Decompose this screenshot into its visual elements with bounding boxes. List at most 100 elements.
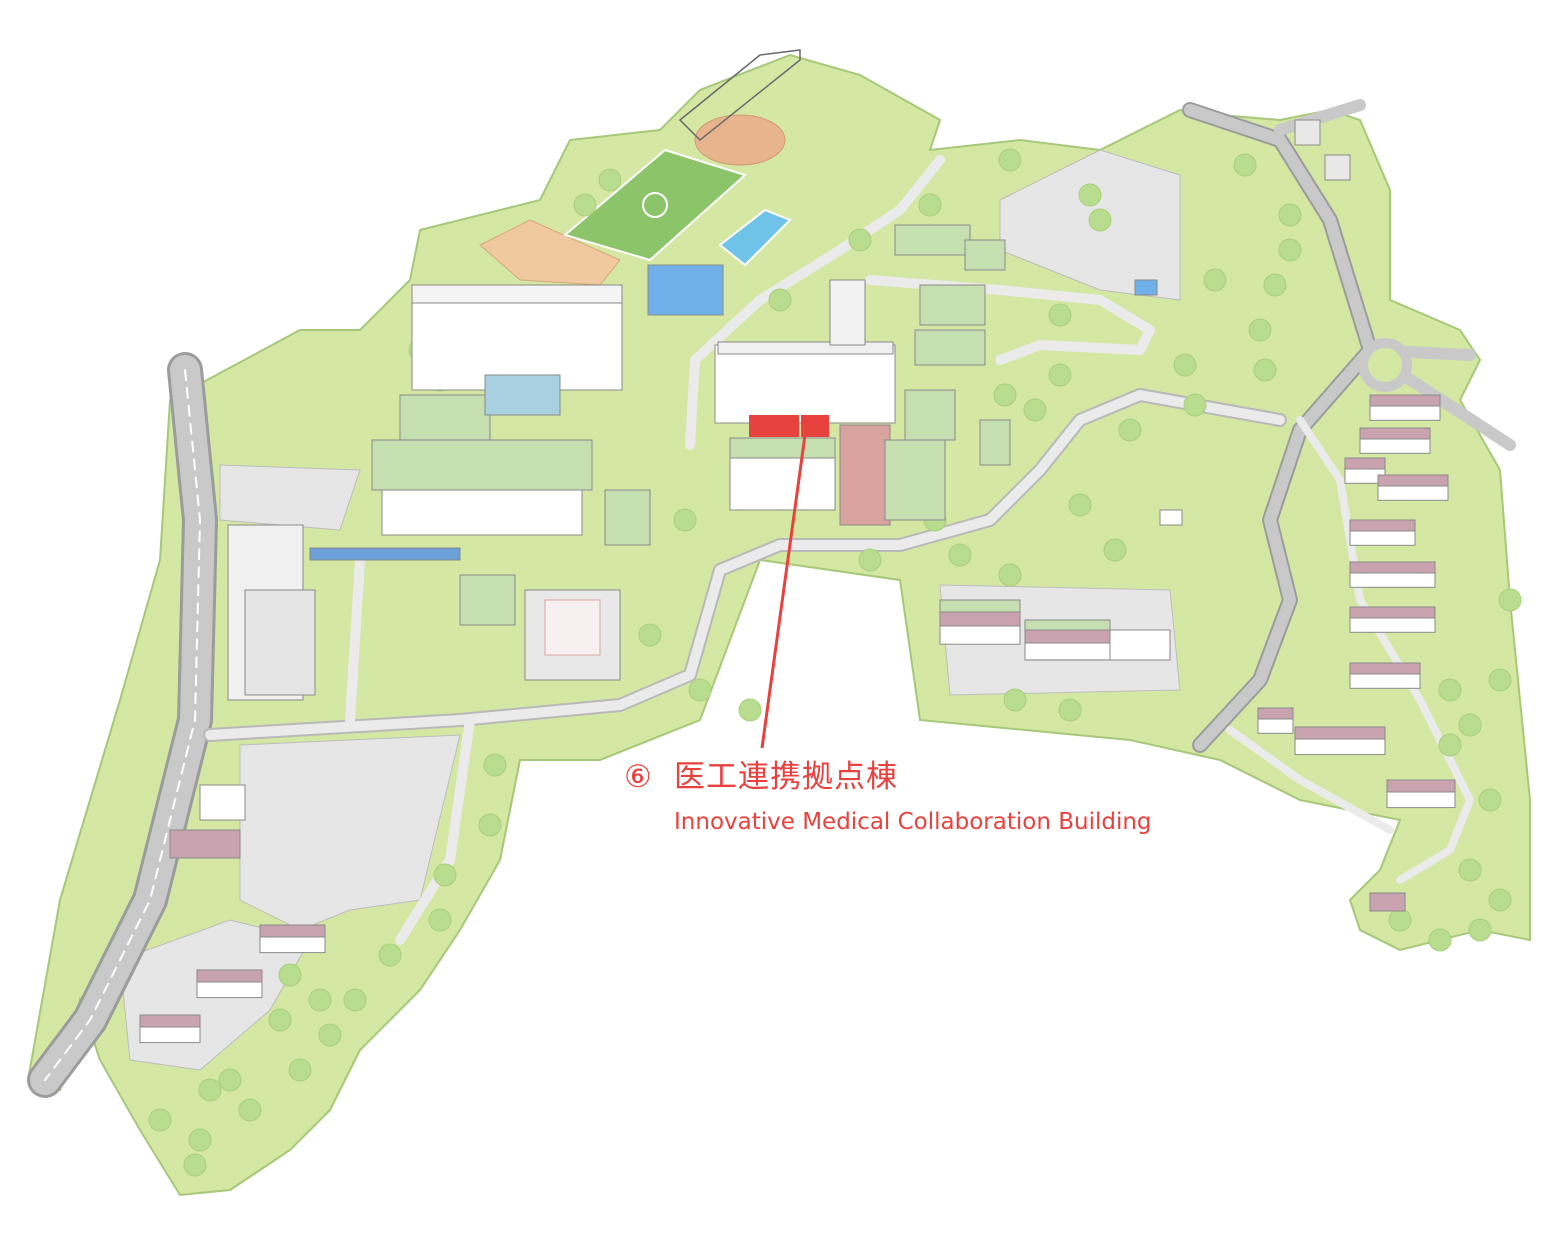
south-annex xyxy=(604,489,651,546)
tree-icon xyxy=(598,168,622,192)
north-building xyxy=(894,224,971,256)
tree-icon xyxy=(148,1108,172,1132)
tree-icon xyxy=(998,148,1022,172)
campus-road-surface xyxy=(205,390,1285,740)
housing-block-roof xyxy=(1349,561,1436,574)
tree-icon xyxy=(1388,908,1412,932)
research-annex xyxy=(904,389,956,441)
tree-icon xyxy=(768,288,792,312)
tree-icon xyxy=(1488,668,1512,692)
engineering-tower xyxy=(714,344,896,424)
housing-block-roof xyxy=(139,1014,201,1028)
tree-icon xyxy=(858,548,882,572)
east-building xyxy=(979,419,1011,466)
tree-icon xyxy=(1488,888,1512,912)
housing-block-roof xyxy=(1359,427,1431,440)
tree-icon xyxy=(573,193,597,217)
tree-icon xyxy=(278,963,302,987)
tree-icon xyxy=(1428,928,1452,952)
tree-icon xyxy=(433,863,457,887)
housing-block-roof xyxy=(1294,726,1386,740)
tree-icon xyxy=(378,943,402,967)
medical-library xyxy=(459,574,516,626)
building-number: ⑥ xyxy=(624,759,652,795)
tree-icon xyxy=(483,753,507,777)
tree-icon xyxy=(478,813,502,837)
campus-grounds xyxy=(26,53,1531,1197)
tree-icon xyxy=(1438,733,1462,757)
tree-icon xyxy=(688,678,712,702)
tree-icon xyxy=(673,508,697,532)
housing-block-wall xyxy=(259,935,326,954)
highlight-block-roof xyxy=(801,415,829,437)
tree-icon xyxy=(318,1023,342,1047)
baseball-field xyxy=(694,114,786,166)
tree-icon xyxy=(738,698,762,722)
parking-area xyxy=(239,734,461,931)
housing-block-roof xyxy=(1349,606,1436,619)
tree-icon xyxy=(428,908,452,932)
tree-icon xyxy=(238,1098,262,1122)
highlight-block-roof xyxy=(749,415,799,437)
housing-block-wall xyxy=(939,624,1021,645)
housing-block-wall xyxy=(1349,529,1416,546)
soccer-field xyxy=(562,148,747,262)
housing-block-wall xyxy=(1349,672,1421,689)
dormitory-3 xyxy=(1109,629,1171,661)
hospital-wing xyxy=(371,439,593,491)
housing-block-wall xyxy=(1294,737,1386,756)
housing-block-wall xyxy=(1349,616,1436,633)
tree-icon xyxy=(918,193,942,217)
stadium-inner xyxy=(544,599,601,656)
tree-icon xyxy=(1088,208,1112,232)
hillside-building xyxy=(919,284,986,326)
tree-icon xyxy=(993,383,1017,407)
campus-road-north xyxy=(685,155,1155,450)
small-building xyxy=(1134,279,1158,296)
small-building xyxy=(1324,154,1351,181)
tree-icon xyxy=(188,1128,212,1152)
small-building xyxy=(1369,892,1406,912)
housing-block-roof xyxy=(1369,394,1441,407)
leader-line xyxy=(760,427,808,749)
housing-block-wall xyxy=(1369,404,1441,421)
housing-block-wall xyxy=(1257,717,1294,734)
building-name-en: Innovative Medical Collaboration Buildin… xyxy=(674,809,1152,835)
research-building xyxy=(884,439,946,521)
tree-icon xyxy=(1438,678,1462,702)
housing-blocks xyxy=(139,394,1456,1044)
tree-icon xyxy=(1458,713,1482,737)
lab-tower xyxy=(829,279,866,346)
roundabout xyxy=(1358,338,1412,392)
building-name-ja: 医工連携拠点棟 xyxy=(674,759,898,795)
highway-west-line xyxy=(44,369,201,1081)
lab-block-roof xyxy=(729,437,836,459)
hillside-building-2 xyxy=(914,329,986,366)
housing-block-wall xyxy=(1386,790,1456,809)
housing-block-roof xyxy=(259,924,326,938)
soccer-center-circle xyxy=(642,192,668,218)
hospital-annex xyxy=(381,489,583,536)
staff-housing xyxy=(169,829,241,859)
housing-block-wall xyxy=(1024,641,1111,661)
connecting-corridor xyxy=(309,547,461,561)
tree-icon xyxy=(638,623,662,647)
tree-icon xyxy=(1203,268,1227,292)
central-block xyxy=(399,394,491,441)
tree-icon xyxy=(183,1153,207,1177)
tree-icon xyxy=(1118,418,1142,442)
housing-block-roof xyxy=(1257,707,1294,720)
housing-block-roof xyxy=(1386,779,1456,793)
tree-icon xyxy=(948,543,972,567)
tree-icon xyxy=(1278,203,1302,227)
tree-icon xyxy=(1498,588,1522,612)
housing-block-roof xyxy=(1024,629,1111,644)
swimming-pool xyxy=(718,208,792,267)
housing-block-roof xyxy=(1344,457,1386,470)
tree-icon xyxy=(1023,398,1047,422)
tree-icon xyxy=(1458,858,1482,882)
auditorium xyxy=(839,424,891,526)
engineering-tower-roof xyxy=(717,341,894,355)
tree-icon xyxy=(308,988,332,1012)
